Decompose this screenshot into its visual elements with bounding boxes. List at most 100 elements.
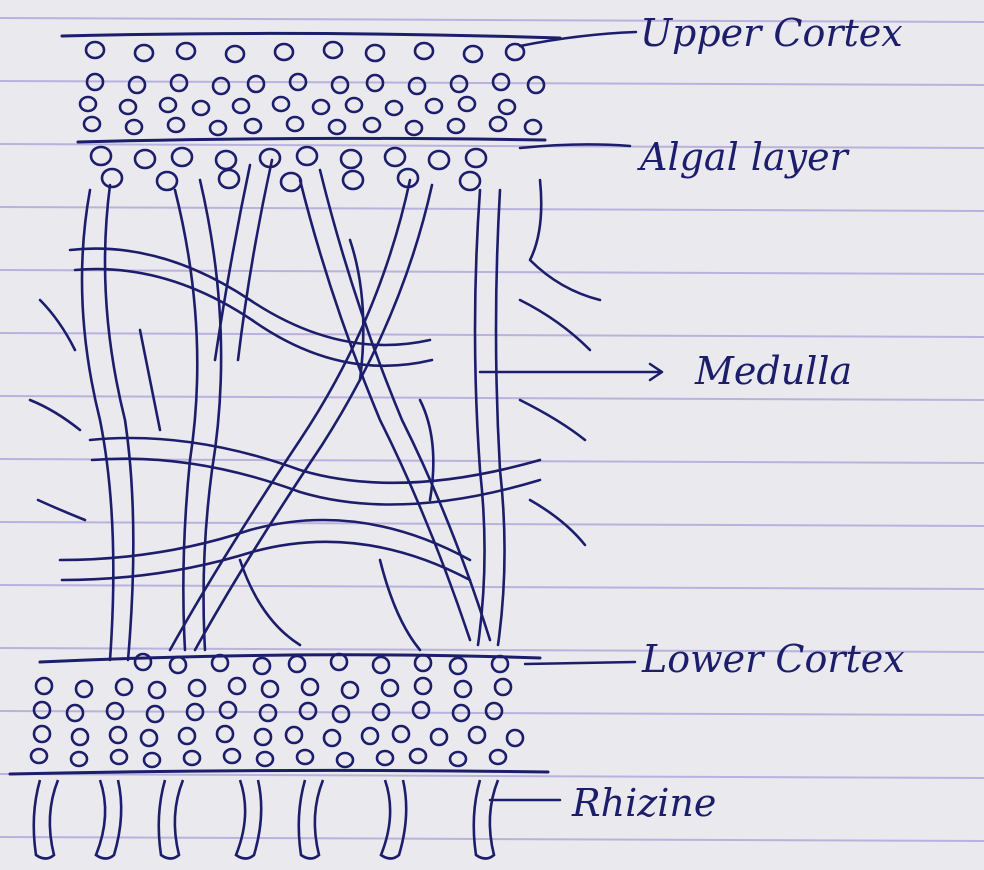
- upper-cortex-cell: [364, 43, 386, 63]
- leader-lower-cortex: [523, 660, 637, 666]
- lower-cortex-cell: [371, 655, 391, 675]
- upper-cortex-cells: [78, 40, 546, 137]
- ruled-line: [0, 332, 984, 338]
- lower-cortex-cell: [218, 700, 238, 720]
- leader-upper-cortex: [518, 30, 638, 48]
- label-leader-lines: [478, 30, 664, 802]
- upper-cortex-boundary: [60, 31, 562, 40]
- upper-cortex-cell: [491, 72, 511, 92]
- upper-cortex-cell: [344, 96, 364, 114]
- lower-cortex-cell: [413, 676, 433, 696]
- ruled-line: [0, 521, 984, 527]
- algal-cell: [427, 149, 451, 171]
- label-upper-cortex: Upper Cortex: [640, 11, 903, 55]
- upper-cortex-cell: [118, 98, 138, 116]
- upper-cortex-cell: [526, 75, 546, 95]
- upper-cortex-cell: [85, 72, 105, 92]
- upper-cortex-cell: [446, 117, 466, 135]
- lower-cortex-cell: [145, 704, 165, 724]
- lower-cortex-cell: [210, 653, 230, 673]
- upper-cortex-cell: [133, 43, 155, 63]
- lower-cortex-cell: [453, 679, 473, 699]
- lichen-section-drawing: [8, 30, 664, 860]
- upper-cortex-cell: [449, 74, 469, 94]
- lower-cortex-cell: [408, 747, 428, 765]
- label-medulla: Medulla: [694, 349, 852, 393]
- lower-cortex-cell: [298, 701, 318, 721]
- upper-cortex-cell: [413, 41, 435, 61]
- algal-cell: [214, 149, 238, 171]
- ruled-line: [0, 269, 984, 275]
- upper-cortex-cell: [243, 117, 263, 135]
- upper-cortex-cell: [285, 115, 305, 133]
- lower-cortex-cell: [331, 704, 351, 724]
- upper-cortex-cell: [211, 76, 231, 96]
- lower-cortex-cell: [114, 677, 134, 697]
- upper-cortex-cell: [246, 74, 266, 94]
- ruled-line: [0, 584, 984, 590]
- upper-cortex-cell: [78, 95, 98, 113]
- upper-cortex-cell: [169, 73, 189, 93]
- lower-cortex-cell: [300, 677, 320, 697]
- upper-cortex-cell: [488, 115, 508, 133]
- rhizine: [157, 779, 185, 860]
- lower-cortex-cell: [380, 678, 400, 698]
- ruled-line: [0, 206, 984, 212]
- label-algal-layer: Algal layer: [637, 135, 851, 179]
- algal-cell: [295, 145, 319, 167]
- lower-cortex-cell: [142, 751, 162, 769]
- upper-cortex-cell: [322, 40, 344, 60]
- lower-cortex-cell: [105, 701, 125, 721]
- lower-cortex-cells: [29, 652, 525, 769]
- upper-cortex-cell: [273, 42, 295, 62]
- upper-cortex-cell: [327, 118, 347, 136]
- lower-cortex-cell: [360, 726, 380, 746]
- upper-cortex-cell: [407, 76, 427, 96]
- upper-cortex-cell: [158, 96, 178, 114]
- lower-cortex-cell: [287, 654, 307, 674]
- algal-cell: [170, 146, 194, 168]
- rhizine: [297, 779, 325, 860]
- lower-cortex-cell: [258, 703, 278, 723]
- lower-cortex-cell: [505, 728, 525, 748]
- lower-cortex-cell: [322, 728, 342, 748]
- lower-cortex-cell: [108, 725, 128, 745]
- lower-cortex-cell: [451, 703, 471, 723]
- ruled-line: [0, 143, 984, 149]
- lower-cortex-cell: [411, 700, 431, 720]
- leader-medulla: [478, 362, 664, 382]
- lower-cortex-cell: [429, 727, 449, 747]
- lower-cortex-cell: [371, 702, 391, 722]
- lower-cortex-cell: [448, 750, 468, 768]
- lower-cortex-cell: [253, 727, 273, 747]
- ruled-line: [0, 647, 984, 653]
- lower-cortex-cell: [335, 751, 355, 769]
- upper-cortex-cell: [424, 97, 444, 115]
- algal-cell: [89, 145, 113, 167]
- upper-cortex-cell: [84, 40, 106, 60]
- rhizine: [472, 779, 500, 860]
- upper-cortex-cell: [523, 118, 543, 136]
- lower-cortex-cell: [69, 750, 89, 768]
- upper-cortex-cell: [271, 95, 291, 113]
- rhizines: [32, 779, 500, 860]
- lower-cortex-cell: [493, 677, 513, 697]
- lower-cortex-cell: [29, 747, 49, 765]
- upper-cortex-cell: [208, 119, 228, 137]
- leader-algal-layer: [518, 143, 632, 150]
- lower-cortex-cell: [227, 676, 247, 696]
- lower-cortex-cell: [109, 748, 129, 766]
- upper-cortex-cell: [504, 42, 526, 62]
- diagram-labels: Upper Cortex Algal layer Medulla Lower C…: [571, 11, 905, 825]
- upper-cortex-cell: [311, 98, 331, 116]
- label-rhizine: Rhizine: [571, 781, 716, 825]
- lower-cortex-cell: [177, 726, 197, 746]
- algal-layer-upper-boundary: [76, 136, 547, 144]
- lower-cortex-cell: [187, 678, 207, 698]
- upper-cortex-cell: [462, 44, 484, 64]
- lower-cortex-cell: [32, 700, 52, 720]
- ruled-line: [0, 17, 984, 23]
